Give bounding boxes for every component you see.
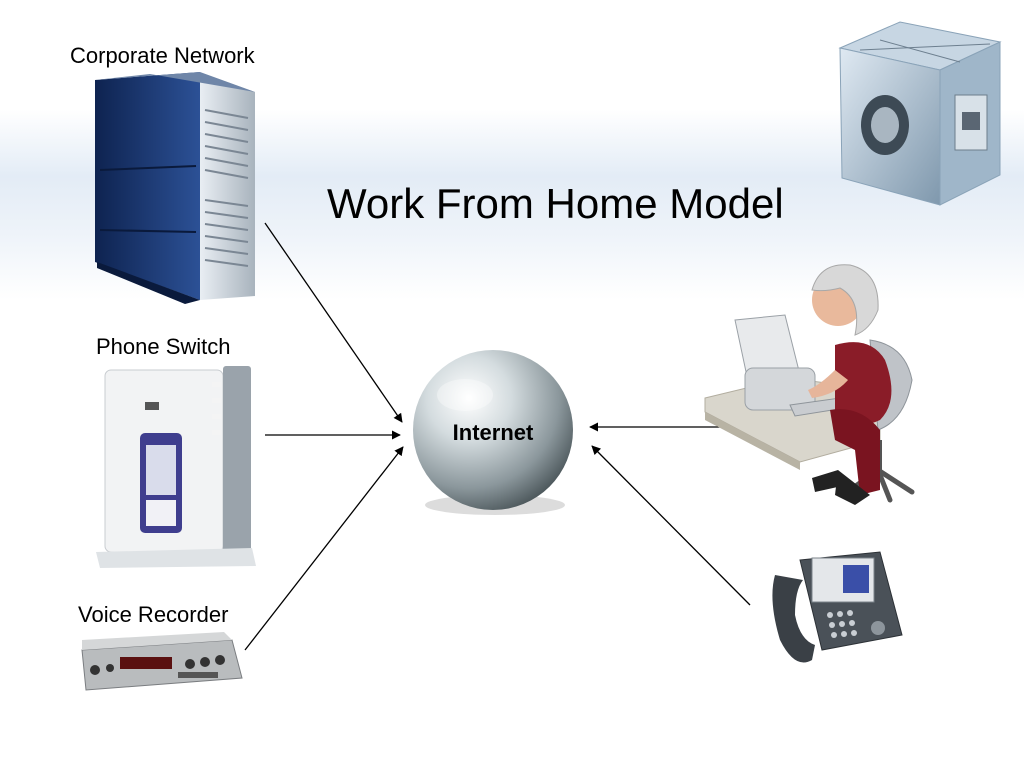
voice-recorder-icon — [81, 632, 243, 691]
label-corporate-network: Corporate Network — [70, 43, 255, 68]
connector-phone-to-internet — [591, 445, 751, 606]
phone-adapter-icon — [96, 366, 256, 568]
server-icon — [95, 72, 255, 304]
label-phone-switch: Phone Switch — [96, 334, 231, 359]
label-internet: Internet — [452, 420, 534, 445]
satellite-cube-icon — [838, 21, 1002, 206]
ip-phone-icon — [772, 551, 903, 663]
globe-icon — [413, 350, 573, 515]
connector-recorder-to-internet — [244, 446, 404, 651]
connector-corporate-to-internet — [264, 222, 403, 423]
slide-title: Work From Home Model — [327, 180, 784, 227]
label-voice-recorder: Voice Recorder — [78, 602, 229, 627]
home-worker-icon — [704, 264, 915, 505]
